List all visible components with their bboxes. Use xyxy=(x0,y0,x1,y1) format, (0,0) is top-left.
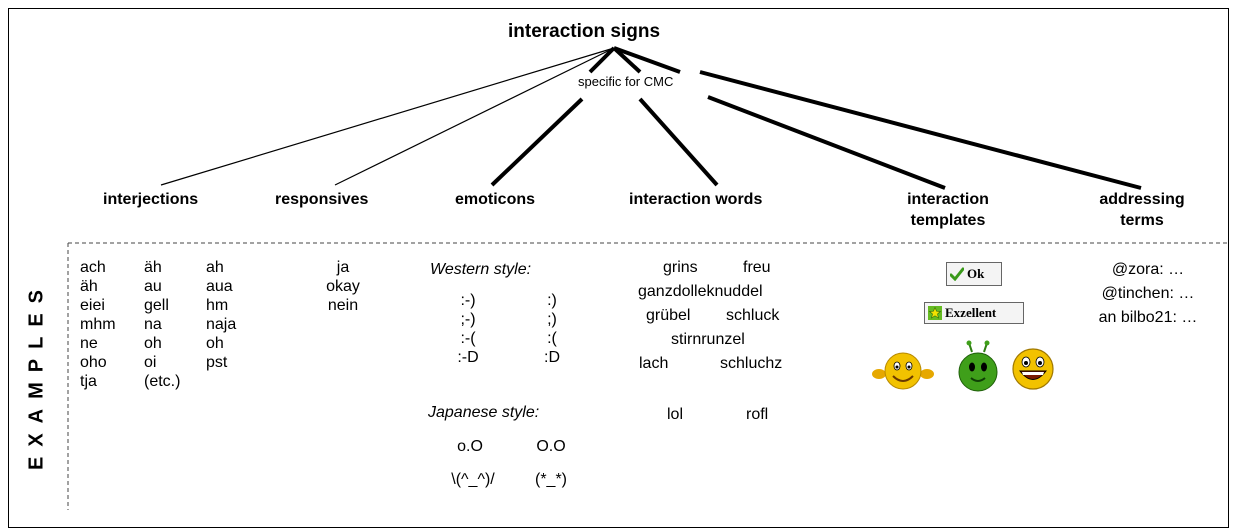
western-style-label: Western style: xyxy=(430,261,532,278)
responsives-list: ja okay nein xyxy=(293,258,393,315)
interaction-word: rofl xyxy=(746,406,769,423)
line-interaction-templates xyxy=(707,95,946,190)
emoticon-item: ;-) xyxy=(460,311,476,328)
interjection-item: mhm xyxy=(80,316,116,333)
interjections-col3: ah aua hm naja oh pst xyxy=(206,258,236,372)
exzellent-template-label: Exzellent xyxy=(945,305,997,320)
green-alien-smiley-icon xyxy=(958,340,998,392)
interjection-item: oh xyxy=(144,335,162,352)
japanese-style-label: Japanese style: xyxy=(428,404,540,421)
interjection-item: ah xyxy=(206,259,224,276)
category-addressing-terms-line2: terms xyxy=(1120,212,1164,229)
interjection-item: oh xyxy=(206,335,224,352)
interaction-word: grübel xyxy=(646,307,691,324)
category-addressing-terms-line1: addressing xyxy=(1099,191,1185,208)
thumbs-up-smiley-icon xyxy=(872,352,934,390)
western-col2: :) ;) :( :D xyxy=(527,291,577,367)
interaction-word: grins xyxy=(663,259,698,276)
interjection-item: oho xyxy=(80,354,107,371)
japanese-emoticon: O.O xyxy=(536,438,566,455)
interaction-word: schluck xyxy=(726,307,780,324)
emoticon-item: :-D xyxy=(457,349,479,366)
emoticon-item: ;) xyxy=(547,311,557,328)
interjection-item: na xyxy=(144,316,162,333)
addressing-term: @tinchen: … xyxy=(1101,285,1195,302)
interjection-item: aua xyxy=(206,278,233,295)
japanese-emoticon: (*_*) xyxy=(534,471,567,488)
category-interaction-templates-line1: interaction xyxy=(907,191,989,208)
interjections-col2: äh au gell na oh oi (etc.) xyxy=(144,258,180,391)
tree-lines xyxy=(67,46,1229,510)
line-interaction-words xyxy=(638,97,719,187)
ok-template-label: Ok xyxy=(967,266,985,281)
line-cmc-stem-right xyxy=(613,46,681,74)
interjection-item: gell xyxy=(144,297,169,314)
line-responsives xyxy=(334,47,615,186)
line-interjections xyxy=(160,47,615,186)
western-col1: :-) ;-) :-( :-D xyxy=(443,291,493,367)
addressing-list: @zora: … @tinchen: … an bilbo21: … xyxy=(1078,258,1218,330)
responsive-item: okay xyxy=(326,278,360,295)
line-emoticons xyxy=(490,97,584,187)
interaction-word: stirnrunzel xyxy=(671,331,745,348)
line-cmc-stem xyxy=(612,46,642,74)
interjections-col1: ach äh eiei mhm ne oho tja xyxy=(80,258,116,391)
interjection-item: ne xyxy=(80,335,98,352)
examples-label: EXAMPLES xyxy=(25,279,48,471)
emoticon-item: :D xyxy=(544,349,560,366)
addressing-term: an bilbo21: … xyxy=(1098,309,1198,326)
responsive-item: ja xyxy=(336,259,350,276)
category-interaction-words: interaction words xyxy=(629,191,763,208)
diagram-title: interaction signs xyxy=(508,21,661,42)
ok-template-badge: Ok xyxy=(946,262,1002,286)
interjection-item: hm xyxy=(206,297,229,314)
interjection-item: pst xyxy=(206,354,228,371)
addressing-term: @zora: … xyxy=(1111,261,1185,278)
interaction-word: lach xyxy=(639,355,669,372)
interjection-item: äh xyxy=(80,278,98,295)
category-addressing-terms: addressing terms xyxy=(1092,189,1192,231)
emoticon-item: :) xyxy=(547,292,557,309)
examples-sidebar: EXAMPLES xyxy=(22,259,52,491)
japanese-emoticon: o.O xyxy=(457,438,483,455)
line-cmc-stem-left xyxy=(588,46,616,74)
interjection-item: naja xyxy=(206,316,237,333)
interjection-item: äh xyxy=(144,259,162,276)
interaction-word: lol xyxy=(667,406,684,423)
interaction-word: freu xyxy=(743,259,771,276)
checkmark-icon xyxy=(950,267,964,281)
emoticon-item: :-( xyxy=(460,330,476,347)
category-emoticons: emoticons xyxy=(455,191,536,208)
laughing-smiley-icon xyxy=(1012,348,1054,390)
emoticon-item: :( xyxy=(547,330,557,347)
interjection-item: ach xyxy=(80,259,106,276)
japanese-emoticon: \(^_^)/ xyxy=(451,471,495,488)
interaction-word: schluchz xyxy=(720,355,783,372)
line-addressing-terms xyxy=(699,70,1142,190)
interjection-item: eiei xyxy=(80,297,105,314)
star-icon xyxy=(928,306,942,320)
interjection-item: au xyxy=(144,278,162,295)
emoticon-item: :-) xyxy=(460,292,476,309)
interjection-item: (etc.) xyxy=(144,373,181,390)
category-responsives: responsives xyxy=(275,191,369,208)
category-interjections: interjections xyxy=(103,191,199,208)
category-interaction-templates: interaction templates xyxy=(898,189,998,231)
responsive-item: nein xyxy=(327,297,359,314)
exzellent-template-badge: Exzellent xyxy=(924,302,1024,324)
cmc-label: specific for CMC xyxy=(575,74,677,89)
interjection-item: oi xyxy=(144,354,157,371)
interaction-word: ganzdolleknuddel xyxy=(638,283,763,300)
interjection-item: tja xyxy=(80,373,97,390)
category-interaction-templates-line2: templates xyxy=(910,212,986,229)
